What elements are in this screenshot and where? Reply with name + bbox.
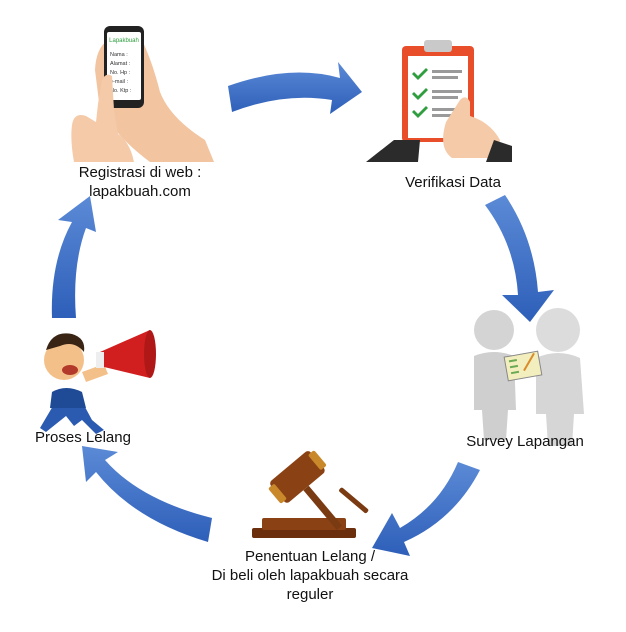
label-line: Di beli oleh lapakbuah secara (211, 567, 409, 584)
label-survey: Survey Lapangan (450, 432, 600, 451)
phone-form-field: e-mail : (110, 79, 129, 85)
label-proses: Proses Lelang (18, 428, 148, 447)
label-line: Penentuan Lelang / (244, 548, 376, 565)
label-line: Verifikasi Data (405, 174, 501, 191)
phone-form-field: No. Hp : (110, 70, 131, 76)
label-line: reguler (286, 586, 334, 603)
clipboard-icon (366, 40, 512, 162)
phone-form-field: No. Ktp : (110, 88, 132, 94)
arrow-verifikasi-to-survey (485, 195, 554, 322)
phone-hand-icon: Lapakbuah Nama : Alamat : No. Hp : e-mail :… (71, 26, 214, 162)
label-line: Registrasi di web : (78, 164, 202, 181)
label-registrasi: Registrasi di web : lapakbuah.com (60, 163, 220, 201)
phone-form-field: Alamat : (110, 61, 131, 67)
phone-form-field: Nama : (110, 52, 128, 58)
megaphone-man-icon (40, 330, 156, 434)
arrow-penentuan-to-proses (82, 446, 212, 542)
gavel-icon (252, 450, 369, 538)
arrow-registrasi-to-verifikasi (228, 62, 362, 114)
arrow-survey-to-penentuan (372, 462, 480, 556)
label-line: lapakbuah.com (89, 183, 191, 200)
label-verifikasi: Verifikasi Data (378, 173, 528, 192)
arrow-proses-to-registrasi (51, 196, 96, 318)
label-penentuan: Penentuan Lelang / Di beli oleh lapakbua… (160, 547, 460, 604)
phone-brand: Lapakbuah (109, 38, 139, 44)
two-people-icon (474, 308, 584, 446)
label-line: Proses Lelang (35, 429, 131, 446)
label-line: Survey Lapangan (466, 433, 584, 450)
